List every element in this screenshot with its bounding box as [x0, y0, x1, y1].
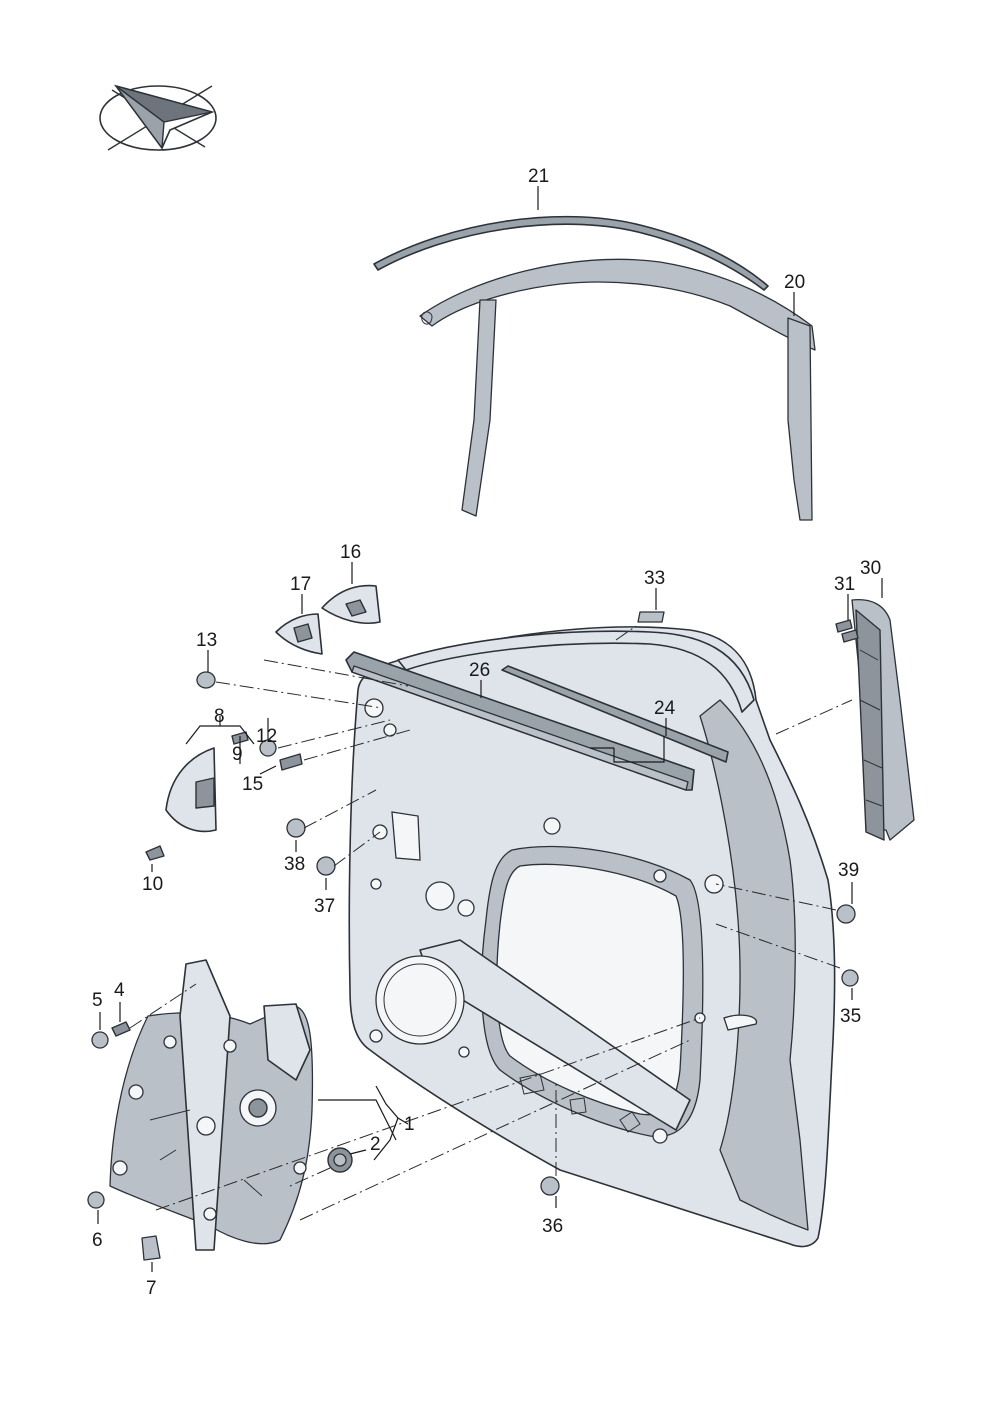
callout-12[interactable]: 12 [256, 726, 277, 747]
callout-7[interactable]: 7 [146, 1278, 157, 1299]
plug-6[interactable] [87, 1191, 105, 1209]
bolt-4[interactable] [111, 1021, 131, 1037]
leaders [97, 186, 883, 1272]
door-inner-panel[interactable] [348, 626, 836, 1248]
pad-33[interactable] [637, 611, 665, 623]
callout-26[interactable]: 26 [469, 660, 490, 681]
motor-2[interactable] [327, 1147, 353, 1173]
callout-35[interactable]: 35 [840, 1006, 861, 1027]
window-regulator-1[interactable] [109, 959, 314, 1251]
callout-16[interactable]: 16 [340, 542, 361, 563]
screw-15[interactable] [279, 753, 303, 771]
corner-trim-8[interactable] [165, 747, 217, 833]
mirror-cover-17[interactable] [275, 613, 323, 655]
callout-37[interactable]: 37 [314, 896, 335, 917]
screw-10[interactable] [145, 845, 165, 861]
callout-8[interactable]: 8 [214, 706, 225, 727]
plug-39[interactable] [836, 904, 856, 924]
belt-strip-26[interactable] [345, 651, 695, 791]
roof-seal-21[interactable] [373, 215, 769, 291]
mirror-cover-16[interactable] [321, 584, 381, 624]
callout-36[interactable]: 36 [542, 1216, 563, 1237]
callout-33[interactable]: 33 [644, 568, 665, 589]
callout-6[interactable]: 6 [92, 1230, 103, 1251]
callout-17[interactable]: 17 [290, 574, 311, 595]
belt-strip-24[interactable] [501, 665, 729, 763]
plug-5[interactable] [91, 1031, 109, 1049]
plug-35[interactable] [841, 969, 859, 987]
callout-9[interactable]: 9 [232, 744, 243, 765]
clip-7[interactable] [141, 1235, 161, 1261]
callout-21[interactable]: 21 [528, 166, 549, 187]
callout-13[interactable]: 13 [196, 630, 217, 651]
callout-31[interactable]: 31 [834, 574, 855, 595]
plug-36[interactable] [540, 1176, 560, 1196]
orientation-arrow-icon [99, 84, 217, 151]
callout-1[interactable]: 1 [404, 1114, 415, 1135]
callout-20[interactable]: 20 [784, 272, 805, 293]
plug-37[interactable] [316, 856, 336, 876]
plug-38[interactable] [286, 818, 306, 838]
callout-2[interactable]: 2 [370, 1134, 381, 1155]
door-frame-seal-20[interactable] [419, 258, 816, 521]
callout-10[interactable]: 10 [142, 874, 163, 895]
screw-31[interactable] [835, 619, 859, 643]
callout-15[interactable]: 15 [242, 774, 263, 795]
door-trim-30[interactable] [851, 598, 915, 841]
callout-38[interactable]: 38 [284, 854, 305, 875]
callout-24[interactable]: 24 [654, 698, 676, 719]
plug-13[interactable] [196, 671, 216, 689]
callout-5[interactable]: 5 [92, 990, 103, 1011]
callout-39[interactable]: 39 [838, 860, 859, 881]
assembly-lines [129, 625, 853, 1221]
callout-labels: 21 20 16 17 33 31 30 13 26 24 8 9 12 15 … [92, 166, 881, 1299]
callout-30[interactable]: 30 [860, 558, 881, 579]
callout-4[interactable]: 4 [114, 980, 125, 1001]
